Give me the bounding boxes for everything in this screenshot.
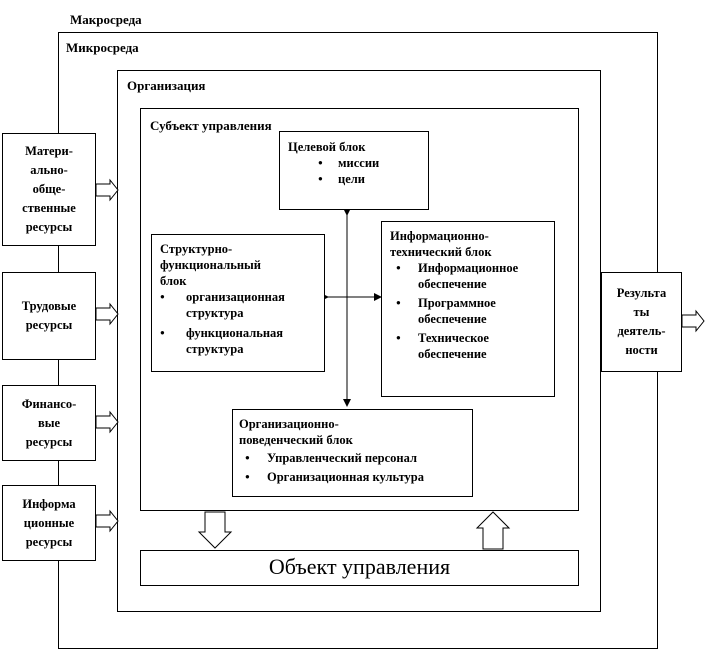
labor-resources-box: Трудовые ресурсы xyxy=(2,272,96,360)
list-item: организационная структура xyxy=(160,289,316,321)
list-item: Организационная культура xyxy=(245,469,466,485)
list-item: цели xyxy=(318,171,420,187)
block-title-line: функциональный xyxy=(160,258,261,272)
block-title-line: технический блок xyxy=(390,245,492,259)
macro-environment-label: Макросреда xyxy=(70,12,142,27)
micro-environment-label: Микросреда xyxy=(66,40,139,55)
target-block: Целевой блок миссии цели xyxy=(279,131,429,210)
list-item: функциональная структура xyxy=(160,325,316,357)
object-of-management-box: Объект управления xyxy=(140,550,579,586)
block-title-line: поведенческий блок xyxy=(239,433,353,447)
list-item: Программное обеспечение xyxy=(396,295,546,327)
structural-functional-block: Структурно- функциональный блок организа… xyxy=(151,234,325,372)
activity-results-box: Результа ты деятель- ности xyxy=(601,272,682,372)
material-resources-box: Матери- ально- обще- ственные ресурсы xyxy=(2,133,96,246)
financial-resources-box: Финансо- вые ресурсы xyxy=(2,385,96,461)
organizational-behavioral-block: Организационно- поведенческий блок Управ… xyxy=(232,409,473,497)
target-block-title: Целевой блок xyxy=(288,140,366,154)
list-item: Техническое обеспечение xyxy=(396,330,546,362)
list-item: миссии xyxy=(318,155,420,171)
information-technical-block: Информационно- технический блок Информац… xyxy=(381,221,555,397)
organization-label: Организация xyxy=(127,78,206,93)
block-title-line: Организационно- xyxy=(239,417,339,431)
block-title-line: Структурно- xyxy=(160,242,233,256)
list-item: Информационное обеспечение xyxy=(396,260,546,292)
subject-label: Субъект управления xyxy=(150,118,272,133)
information-resources-box: Информа ционные ресурсы xyxy=(2,485,96,561)
block-title-line: Информационно- xyxy=(390,229,489,243)
block-title-line: блок xyxy=(160,274,187,288)
list-item: Управленческий персонал xyxy=(245,450,466,466)
